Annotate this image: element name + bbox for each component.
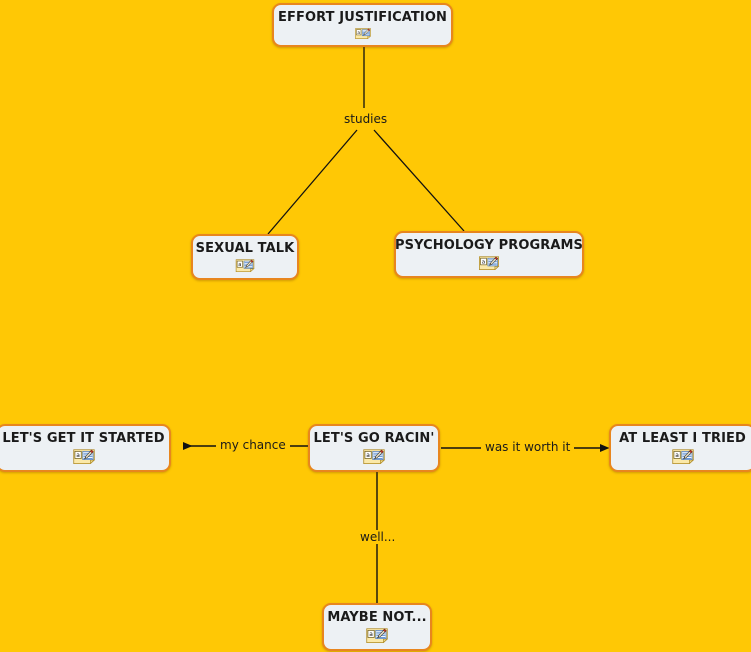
edge-studies-to-psychology-programs — [373, 129, 465, 232]
node-label: SEXUAL TALK — [195, 241, 295, 256]
edge-label-well: well... — [356, 530, 400, 544]
node-sexual-talk[interactable]: SEXUAL TALK a — [191, 234, 299, 280]
note-annotation-icon[interactable]: a — [475, 256, 503, 270]
svg-text:a: a — [482, 260, 485, 266]
node-label: AT LEAST I TRIED — [619, 431, 746, 446]
node-at-least-i-tried[interactable]: AT LEAST I TRIED a — [609, 424, 751, 472]
edge-label-studies: studies — [340, 112, 392, 126]
node-lets-get-it-started[interactable]: LET'S GET IT STARTED a — [0, 424, 171, 472]
svg-text:a: a — [357, 31, 360, 36]
note-annotation-icon[interactable]: a — [360, 449, 388, 464]
svg-text:a: a — [238, 262, 241, 268]
node-maybe-not[interactable]: MAYBE NOT... a — [322, 603, 432, 651]
edge-label-my-chance: my chance — [216, 438, 290, 452]
note-annotation-icon[interactable]: a — [231, 259, 259, 272]
note-annotation-icon[interactable]: a — [70, 449, 98, 464]
svg-text:a: a — [369, 632, 373, 638]
note-annotation-icon[interactable]: a — [349, 28, 377, 39]
node-label: EFFORT JUSTIFICATION — [278, 10, 447, 25]
node-psychology-programs[interactable]: PSYCHOLOGY PROGRAMS a — [394, 231, 584, 278]
svg-text:a: a — [366, 453, 370, 459]
node-label: LET'S GO RACIN' — [313, 431, 435, 446]
node-label: LET'S GET IT STARTED — [2, 431, 165, 446]
note-annotation-icon[interactable]: a — [669, 449, 697, 464]
node-effort-justification[interactable]: EFFORT JUSTIFICATION a — [272, 3, 453, 47]
edge-label-was-it-worth-it: was it worth it — [481, 440, 575, 454]
node-label: MAYBE NOT... — [327, 610, 427, 625]
svg-text:a: a — [675, 453, 679, 459]
node-label: PSYCHOLOGY PROGRAMS — [394, 238, 584, 253]
edge-studies-to-sexual-talk — [267, 129, 358, 235]
svg-text:a: a — [76, 453, 80, 459]
node-lets-go-racin[interactable]: LET'S GO RACIN' a — [308, 424, 440, 472]
note-annotation-icon[interactable]: a — [363, 628, 391, 643]
